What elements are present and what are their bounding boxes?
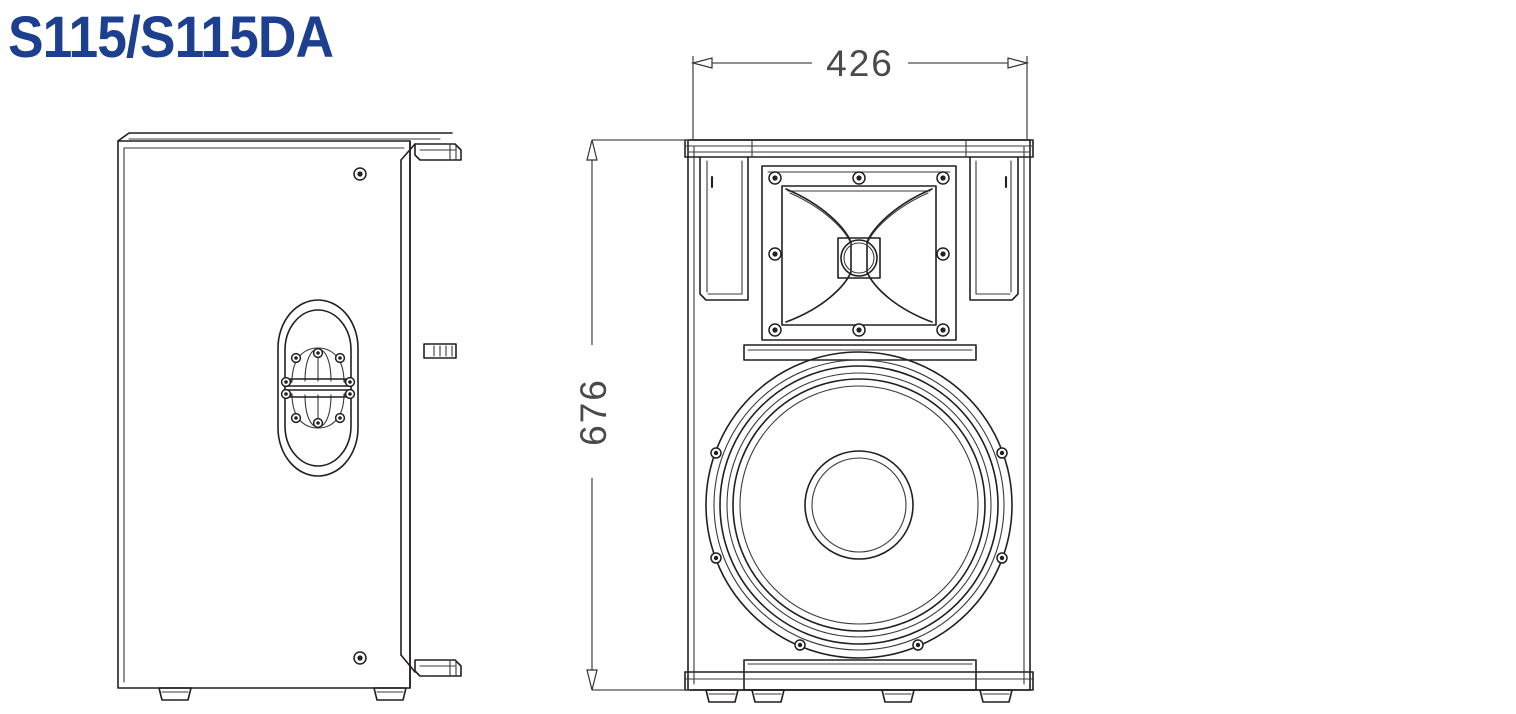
feet xyxy=(158,687,407,701)
hf-horn xyxy=(761,165,957,341)
width-dimension-label: 426 xyxy=(826,43,894,84)
handle-slot-right xyxy=(969,156,1019,301)
screw-bottom xyxy=(353,651,367,665)
left-side-view xyxy=(117,132,462,701)
bottom-rail xyxy=(684,659,1034,691)
pole-socket xyxy=(423,343,457,359)
height-dimension: 676 xyxy=(573,139,690,691)
horn-baffle-plate xyxy=(743,344,977,361)
screw-top xyxy=(353,167,367,181)
feet xyxy=(705,689,1013,703)
page-title: S115/S115DA xyxy=(8,5,334,70)
top-rail xyxy=(684,139,1034,158)
front-view xyxy=(684,139,1034,703)
cabinet-outline xyxy=(687,139,1031,691)
top-rear-hook xyxy=(414,143,462,161)
width-dimension: 426 xyxy=(690,43,1030,140)
woofer-screws xyxy=(710,447,1008,651)
lf-woofer xyxy=(705,351,1013,659)
handle-slot-left xyxy=(699,156,749,301)
cabinet-outline xyxy=(117,140,411,689)
height-dimension-label: 676 xyxy=(573,378,614,446)
horn-screws xyxy=(768,171,950,337)
bottom-rear-hook xyxy=(414,659,462,677)
handle-recess xyxy=(277,299,359,477)
